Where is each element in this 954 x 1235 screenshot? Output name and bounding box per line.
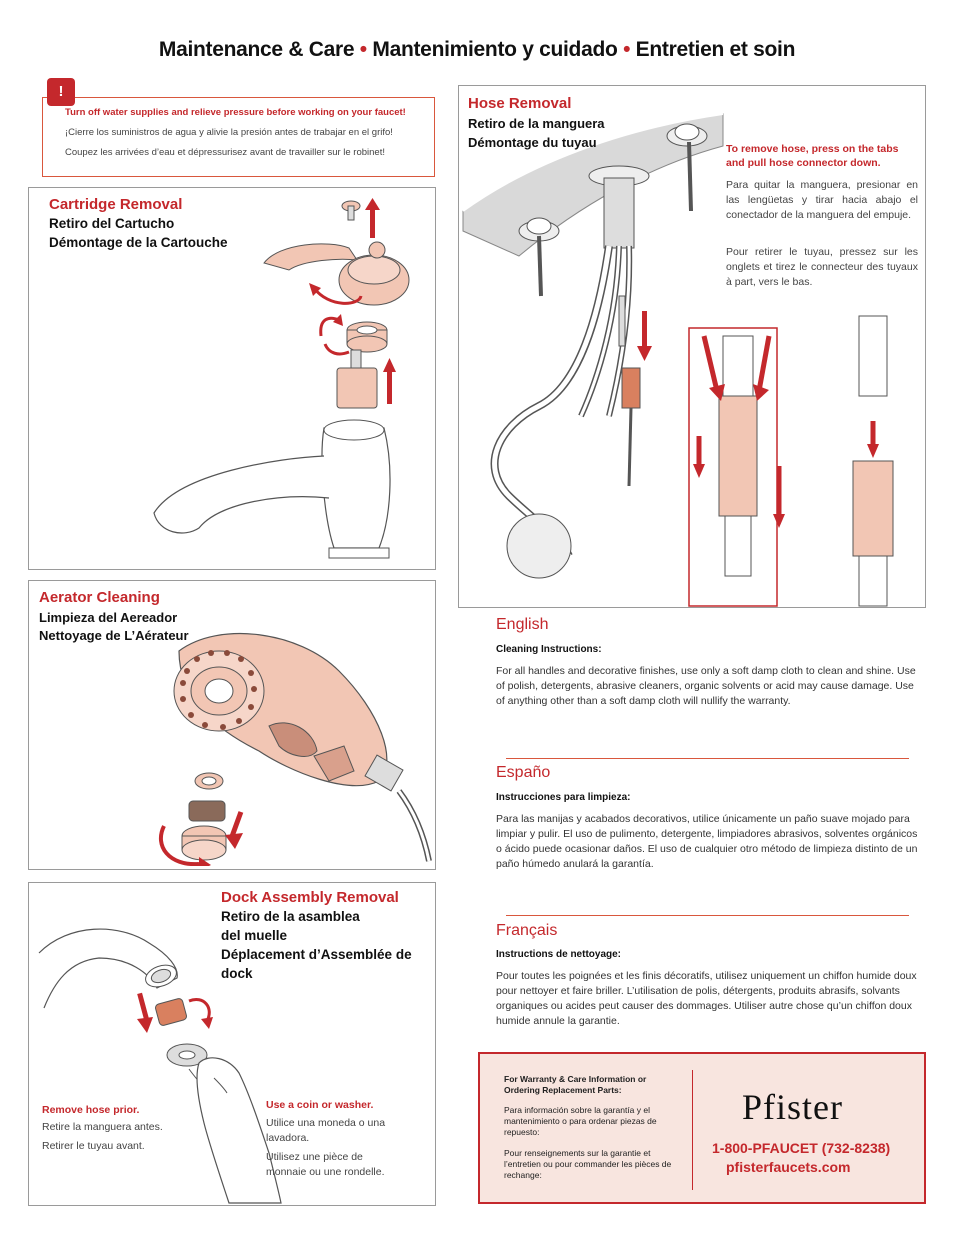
hose-instructions-es: Para quitar la manguera, presionar en la… (726, 179, 918, 221)
spanish-body: Para las manijas y acabados decorativos,… (496, 813, 918, 870)
warning-fr: Coupez les arrivées d’eau et dépressuris… (65, 147, 385, 158)
french-body: Pour toutes les poignées et les finis dé… (496, 970, 917, 1027)
aerator-sub-fr: Nettoyage de L’Aérateur (39, 628, 189, 643)
dock-removal-panel: Dock Assembly Removal Retiro de la asamb… (28, 882, 436, 1206)
dock-title: Dock Assembly Removal (221, 889, 399, 906)
hose-sub-fr: Démontage du tuyau (468, 135, 597, 150)
title-en: Maintenance & Care (158, 38, 355, 61)
warning-es: ¡Cierre los suministros de agua y alivie… (65, 127, 393, 138)
dock-left-bold: Remove hose prior. (42, 1104, 140, 1116)
hose-instructions-en: To remove hose, press on the tabs and pu… (726, 143, 899, 169)
cartridge-removal-panel: Cartridge Removal Retiro del Cartucho Dé… (28, 187, 436, 570)
dock-right-es-2: lavadora. (266, 1132, 310, 1144)
divider (506, 915, 909, 916)
title-separator: • (623, 38, 631, 61)
hose-instructions-fr: Pour retirer le tuyau, pressez sur les o… (726, 246, 918, 288)
warning-en: Turn off water supplies and relieve pres… (65, 107, 406, 118)
contact-phone[interactable]: 1-800-PFAUCET (732-8238) (712, 1140, 891, 1156)
english-heading: English (496, 616, 549, 633)
hose-sub-es: Retiro de la manguera (468, 116, 605, 131)
aerator-illustration (158, 633, 432, 866)
cartridge-illustration (153, 198, 410, 559)
page-title: Maintenance & Care • Mantenimiento y cui… (0, 38, 954, 62)
spanish-subheading: Instrucciones para limpieza: (496, 792, 631, 803)
french-heading: Français (496, 922, 558, 939)
dock-left-es: Retire la manguera antes. (42, 1121, 163, 1133)
cartridge-sub-es: Retiro del Cartucho (49, 216, 175, 231)
cartridge-sub-fr: Démontage de la Cartouche (49, 235, 228, 250)
cartridge-title: Cartridge Removal (49, 196, 183, 213)
contact-box: For Warranty & Care Information or Order… (478, 1052, 926, 1204)
warning-box: Turn off water supplies and relieve pres… (42, 97, 435, 177)
title-fr: Entretien et soin (635, 38, 796, 61)
warning-icon: ! (47, 78, 75, 106)
divider (506, 758, 909, 759)
dock-sub-fr-1: Déplacement d’Assemblée de (221, 947, 412, 962)
contact-fr: Pour renseignements sur la garantie et l… (504, 1148, 672, 1180)
dock-sub-es-2: del muelle (221, 928, 288, 943)
title-es: Mantenimiento y cuidado (372, 38, 618, 61)
contact-website[interactable]: pfisterfaucets.com (726, 1159, 851, 1175)
aerator-title: Aerator Cleaning (39, 589, 160, 606)
hose-title: Hose Removal (468, 95, 572, 112)
dock-right-bold: Use a coin or washer. (266, 1099, 374, 1111)
title-separator: • (359, 38, 367, 61)
pfister-logo: Pfister (742, 1087, 843, 1127)
hose-removal-panel: Hose Removal Retiro de la manguera Démon… (458, 85, 926, 608)
dock-sub-fr-2: dock (221, 966, 253, 981)
aerator-sub-es: Limpieza del Aereador (39, 610, 178, 625)
dock-right-fr-1: Utilisez une pièce de (266, 1151, 363, 1163)
dock-right-es-1: Utilice una moneda o una (266, 1117, 386, 1129)
english-body: For all handles and decorative finishes,… (496, 665, 916, 707)
spanish-heading: Españo (496, 764, 551, 781)
aerator-cleaning-panel: Aerator Cleaning Limpieza del Aereador N… (28, 580, 436, 870)
contact-es: Para información sobre la garantía y el … (504, 1105, 657, 1137)
french-subheading: Instructions de nettoyage: (496, 949, 622, 960)
hand-illustration (196, 1057, 282, 1204)
contact-divider (692, 1070, 693, 1190)
dock-sub-es-1: Retiro de la asamblea (221, 909, 360, 924)
contact-en: For Warranty & Care Information or Order… (504, 1074, 647, 1095)
dock-illustration (38, 928, 214, 1098)
hose-illustration (462, 113, 894, 607)
dock-right-fr-2: monnaie ou une rondelle. (266, 1166, 385, 1178)
english-subheading: Cleaning Instructions: (496, 644, 602, 655)
dock-left-fr: Retirer le tuyau avant. (42, 1140, 145, 1152)
